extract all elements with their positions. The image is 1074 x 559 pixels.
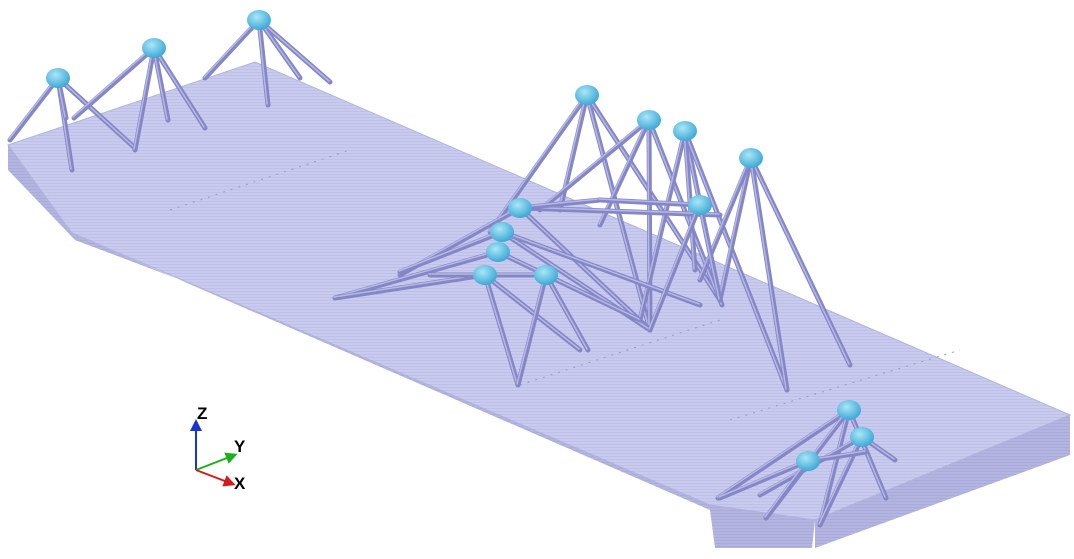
truss-strut-highlight (8, 76, 58, 140)
truss-strut[interactable] (515, 272, 549, 388)
truss-strut[interactable] (332, 249, 501, 301)
truss-strut-highlight (483, 273, 518, 385)
truss-strut[interactable] (517, 205, 723, 218)
truss-strut[interactable] (132, 45, 157, 153)
truss-strut-highlight (718, 459, 808, 498)
truss-strut[interactable] (697, 202, 723, 303)
truss-strut[interactable] (817, 407, 852, 528)
truss-node[interactable] (850, 427, 874, 447)
truss-strut[interactable] (597, 197, 703, 208)
truss-strut-highlight (516, 273, 546, 385)
truss-strut-highlight (483, 273, 580, 350)
truss-strut[interactable] (256, 17, 271, 108)
truss-strut-highlight (72, 46, 154, 118)
truss-node[interactable] (739, 148, 763, 168)
truss-strut-highlight (718, 156, 751, 300)
axis-triad: Z Y X (190, 404, 246, 493)
z-axis-label: Z (197, 404, 207, 423)
platform-end-face (815, 415, 1070, 548)
truss-strut-highlight (518, 198, 600, 208)
truss-strut[interactable] (397, 229, 505, 275)
truss-strut[interactable] (332, 272, 488, 301)
truss-strut[interactable] (517, 197, 603, 211)
truss-strut-highlight (818, 408, 849, 525)
truss-strut-highlight (716, 408, 849, 498)
truss-strut-highlight (152, 46, 205, 128)
truss-strut-highlight (698, 156, 751, 280)
truss-strut[interactable] (763, 458, 811, 521)
truss-strut-highlight (203, 18, 259, 78)
truss-strut-highlight (152, 46, 168, 120)
truss-strut[interactable] (202, 17, 262, 81)
truss-strut-highlight (518, 206, 650, 330)
truss-strut-highlight (488, 93, 587, 232)
truss-strut-highlight (818, 435, 862, 525)
truss-node[interactable] (534, 265, 558, 285)
truss-nodes[interactable] (46, 10, 874, 471)
truss-node[interactable] (688, 195, 712, 215)
truss-strut[interactable] (748, 155, 790, 393)
truss-strut-highlight (333, 250, 498, 298)
platform-top-surface (7, 61, 1072, 521)
deck-seam-line (729, 349, 961, 421)
truss-strut-highlight (598, 118, 649, 225)
truss-node[interactable] (796, 451, 820, 471)
truss-strut[interactable] (637, 128, 688, 323)
truss-node[interactable] (673, 121, 697, 141)
truss-strut[interactable] (597, 117, 652, 228)
truss-strut-highlight (398, 230, 502, 272)
truss-node[interactable] (837, 400, 861, 420)
truss-strut[interactable] (7, 75, 61, 143)
truss-node[interactable] (486, 242, 510, 262)
truss-strut-highlight (647, 118, 650, 330)
truss-strut-highlight (333, 273, 485, 298)
y-axis-arrow (195, 452, 238, 471)
truss-strut-highlight (257, 18, 268, 105)
truss-strut-highlight (764, 459, 808, 518)
x-axis-arrow (195, 469, 236, 487)
truss-strut-highlight (683, 129, 787, 390)
truss-strut[interactable] (537, 117, 652, 213)
truss-node[interactable] (473, 265, 497, 285)
truss-strut-highlight (749, 156, 850, 365)
platform-deck[interactable] (7, 61, 1072, 548)
truss-strut[interactable] (487, 92, 590, 235)
truss-strut-highlight (496, 250, 640, 320)
truss-strut[interactable] (717, 155, 754, 303)
truss-strut[interactable] (697, 155, 754, 283)
truss-node[interactable] (46, 68, 70, 88)
truss-strut-highlight (538, 118, 649, 210)
deck-seam-line (519, 319, 721, 386)
truss-strut[interactable] (715, 407, 852, 501)
x-axis-label: X (234, 474, 246, 493)
truss-strut-highlight (518, 206, 720, 215)
truss-strut-highlight (133, 46, 154, 150)
truss-strut-highlight (257, 18, 330, 82)
truss-strut-highlight (683, 129, 695, 270)
y-axis-label: Y (234, 437, 246, 456)
truss-strut[interactable] (646, 117, 653, 333)
truss-strut[interactable] (71, 45, 157, 121)
truss-strut-highlight (749, 156, 787, 390)
truss-node[interactable] (490, 222, 514, 242)
truss-strut[interactable] (717, 458, 811, 501)
truss-strut-highlight (544, 273, 588, 350)
truss-node[interactable] (637, 110, 661, 130)
truss-strut[interactable] (151, 45, 171, 123)
truss-strut-highlight (56, 76, 135, 148)
truss-node[interactable] (247, 10, 271, 30)
truss-node[interactable] (575, 85, 599, 105)
truss-strut-highlight (648, 203, 700, 330)
truss-strut-highlight (698, 203, 720, 300)
truss-node[interactable] (508, 198, 532, 218)
truss-strut-highlight (598, 198, 700, 205)
truss-strut[interactable] (647, 202, 703, 333)
truss-node[interactable] (142, 38, 166, 58)
